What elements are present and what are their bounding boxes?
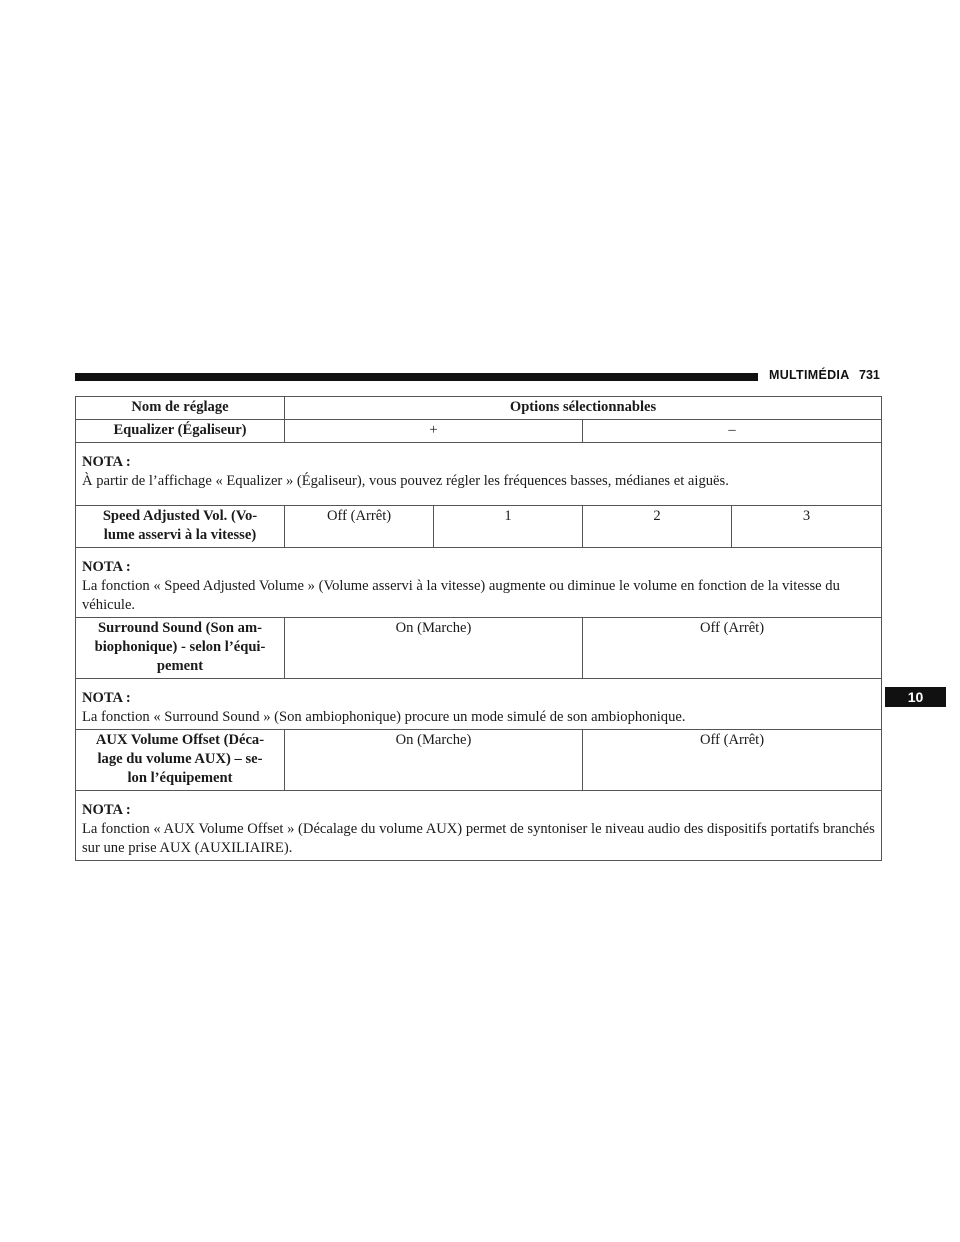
column-header-name: Nom de réglage	[75, 396, 285, 420]
note-aux: NOTA : La fonction « AUX Volume Offset »…	[74, 790, 883, 861]
setting-name-aux: AUX Volume Offset (Déca- lage du volume …	[75, 729, 285, 791]
note-text: À partir de l’affichage « Equalizer » (É…	[82, 473, 729, 489]
name-line: lage du volume AUX) – se-	[97, 751, 263, 767]
setting-name-surround: Surround Sound (Son am- biophonique) - s…	[75, 617, 285, 679]
column-header-options: Options sélectionnables	[283, 396, 883, 420]
table-row-equalizer: Equalizer (Égaliseur) + –	[75, 419, 883, 443]
table-note-row: NOTA : À partir de l’affichage « Equaliz…	[74, 442, 883, 506]
note-label: NOTA :	[82, 690, 131, 706]
note-label: NOTA :	[82, 559, 131, 575]
note-text: La fonction « AUX Volume Offset » (Décal…	[82, 821, 875, 856]
name-line: AUX Volume Offset (Déca-	[95, 732, 265, 748]
note-text: La fonction « Speed Adjusted Volume » (V…	[82, 578, 840, 613]
name-line: Speed Adjusted Vol. (Vo-	[102, 508, 258, 524]
table-note-row: NOTA : La fonction « Speed Adjusted Volu…	[74, 547, 883, 618]
setting-name-equalizer: Equalizer (Égaliseur)	[75, 419, 285, 443]
table-note-row: NOTA : La fonction « AUX Volume Offset »…	[74, 790, 883, 861]
option-plus: +	[284, 419, 583, 443]
option-2: 2	[582, 505, 732, 548]
name-line: pement	[156, 658, 204, 674]
note-surround: NOTA : La fonction « Surround Sound » (S…	[74, 678, 883, 730]
name-line: Surround Sound (Son am-	[98, 620, 262, 636]
option-minus: –	[581, 419, 883, 443]
option-on: On (Marche)	[284, 617, 583, 679]
option-on: On (Marche)	[284, 729, 583, 791]
option-3: 3	[730, 505, 883, 548]
note-label: NOTA :	[82, 454, 131, 470]
settings-table: Nom de réglage Options sélectionnables E…	[74, 396, 883, 861]
header-rule	[75, 373, 758, 381]
table-header-row: Nom de réglage Options sélectionnables	[75, 396, 883, 420]
note-equalizer: NOTA : À partir de l’affichage « Equaliz…	[74, 442, 883, 506]
table-row-speed: Speed Adjusted Vol. (Vo- lume asservi à …	[75, 505, 883, 548]
option-off: Off (Arrêt)	[581, 617, 883, 679]
page-number: 731	[859, 368, 880, 382]
note-label: NOTA :	[82, 802, 131, 818]
option-off: Off (Arrêt)	[284, 505, 434, 548]
note-text: La fonction « Surround Sound » (Son ambi…	[82, 709, 686, 725]
name-line: biophonique) - selon l’équi-	[94, 639, 266, 655]
note-speed: NOTA : La fonction « Speed Adjusted Volu…	[74, 547, 883, 618]
name-line: lon l’équipement	[127, 770, 233, 786]
option-off: Off (Arrêt)	[581, 729, 883, 791]
table-note-row: NOTA : La fonction « Surround Sound » (S…	[74, 678, 883, 730]
table-row-surround: Surround Sound (Son am- biophonique) - s…	[75, 617, 883, 679]
name-line: lume asservi à la vitesse)	[103, 527, 257, 543]
option-1: 1	[433, 505, 583, 548]
setting-name-speed: Speed Adjusted Vol. (Vo- lume asservi à …	[75, 505, 285, 548]
section-title: MULTIMÉDIA	[769, 368, 850, 382]
chapter-tab: 10	[885, 687, 946, 707]
table-row-aux: AUX Volume Offset (Déca- lage du volume …	[75, 729, 883, 791]
